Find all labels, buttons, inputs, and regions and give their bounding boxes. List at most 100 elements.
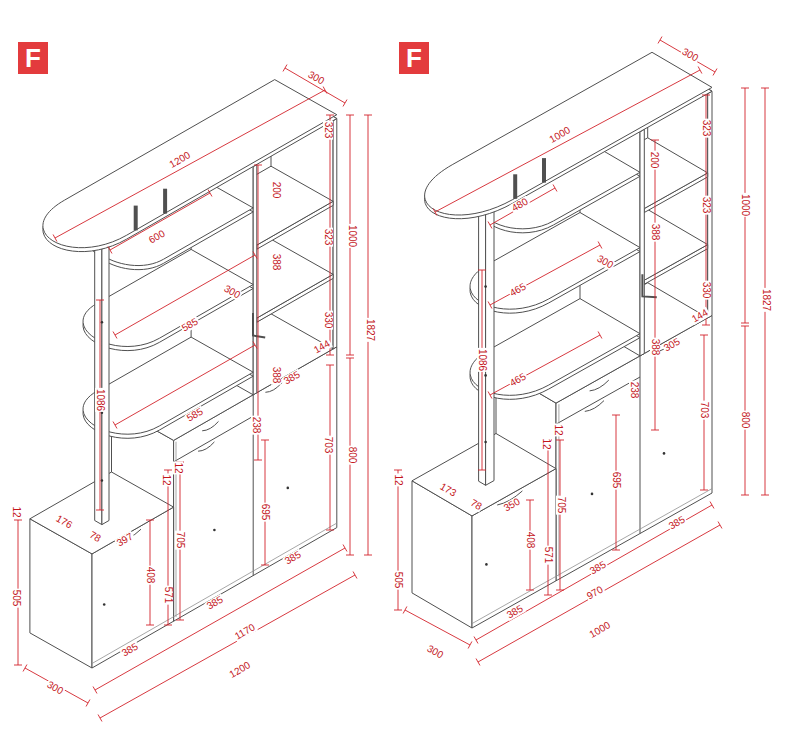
- dimension-label: 695: [611, 471, 621, 490]
- plinth-line: [92, 523, 337, 663]
- dimension-label: 1827: [761, 288, 771, 312]
- dimension-tick: [346, 358, 354, 359]
- dimension-label: 300: [679, 46, 700, 64]
- dimension-tick: [253, 252, 257, 259]
- dimension-label: 323: [701, 119, 711, 138]
- dimension-tick: [544, 595, 552, 596]
- dimension-tick: [346, 115, 354, 116]
- dimension-label: 1000: [740, 193, 750, 217]
- dimension-tick: [176, 620, 184, 621]
- dimension-tick: [364, 555, 372, 556]
- dimension-label: 200: [649, 151, 659, 170]
- screw-dot: [287, 487, 290, 490]
- dimension-label: 300: [424, 643, 445, 661]
- dimension-line: [490, 245, 600, 305]
- dimension-label: 144: [689, 307, 710, 325]
- dimension-line: [660, 40, 715, 72]
- top-board: [425, 52, 712, 215]
- dimension-label: 350: [501, 496, 522, 514]
- dimension-tick: [343, 545, 347, 552]
- dimension-label: 144: [311, 338, 332, 356]
- dimension-label: 703: [699, 401, 709, 420]
- dimension-tick: [93, 687, 97, 694]
- dimension-label: 585: [179, 316, 200, 334]
- dimension-tick: [741, 88, 749, 89]
- round-shelf: [470, 299, 640, 396]
- divider-panel: [253, 164, 257, 394]
- drawer-line: [556, 377, 640, 424]
- dimension-label: 505: [11, 589, 21, 608]
- dimension-tick: [353, 572, 357, 579]
- dimension-tick: [526, 500, 534, 501]
- side-panel: [333, 119, 337, 349]
- post: [102, 226, 109, 525]
- dimension-tick: [113, 422, 117, 429]
- dimension-tick: [394, 610, 402, 611]
- dimension-label: 695: [260, 503, 270, 522]
- dimension-tick: [468, 641, 472, 648]
- dimension-label: 300: [594, 253, 615, 271]
- dimension-label: 12: [541, 437, 551, 450]
- dimension-label: 305: [661, 336, 682, 354]
- dimension-label: 705: [175, 531, 185, 550]
- dimension-line: [405, 610, 470, 645]
- dimension-label: 176: [53, 513, 74, 531]
- dimension-tick: [598, 241, 602, 248]
- dimension-label: 571: [543, 546, 553, 565]
- dimension-label: 12: [161, 473, 171, 486]
- dimension-tick: [164, 470, 172, 471]
- dimension-label: 173: [437, 481, 458, 499]
- dimension-tick: [261, 440, 269, 441]
- dimension-tick: [14, 665, 22, 666]
- dimension-line: [55, 90, 325, 238]
- dimension-label: 1000: [347, 224, 357, 248]
- badge-box: F: [18, 42, 48, 74]
- dimension-tick: [761, 495, 769, 496]
- dimension-line: [548, 440, 549, 595]
- dimension-tick: [146, 520, 154, 521]
- dimension-tick: [556, 590, 564, 591]
- glass-holder: [513, 174, 517, 199]
- glass-holder: [542, 158, 546, 183]
- screw-dot: [484, 285, 487, 288]
- dimension-label: 388: [650, 338, 660, 357]
- screw-dot: [484, 441, 487, 444]
- dimension-label: 200: [271, 181, 281, 200]
- dimension-line: [490, 335, 600, 395]
- dimension-label: 1200: [227, 660, 253, 681]
- dimension-line: [115, 345, 255, 425]
- dimension-tick: [326, 365, 334, 366]
- top-board: [43, 80, 337, 248]
- screw-dot: [663, 452, 666, 455]
- dimension-label: 800: [740, 411, 750, 430]
- screw-dot: [101, 479, 104, 482]
- dimension-label: 800: [347, 446, 357, 465]
- dimension-label: 78: [468, 497, 484, 512]
- dimension-tick: [326, 355, 334, 356]
- dimension-label: 385: [281, 369, 302, 387]
- post: [479, 192, 486, 486]
- dimension-label: 1170: [232, 622, 257, 642]
- dimension-tick: [702, 95, 710, 96]
- door-handle: [585, 401, 604, 412]
- dimension-tick: [96, 510, 104, 511]
- dimension-line: [95, 548, 345, 690]
- dimension-label: 571: [163, 586, 173, 605]
- dimension-label: 385: [119, 641, 140, 659]
- dimension-tick: [254, 460, 262, 461]
- dimension-tick: [700, 335, 708, 336]
- dimension-line: [110, 193, 210, 250]
- dimension-tick: [702, 325, 710, 326]
- dimension-tick: [53, 234, 57, 241]
- dimension-line: [490, 188, 555, 225]
- post: [95, 226, 102, 525]
- dimension-tick: [98, 715, 102, 722]
- dimension-label: 480: [509, 196, 530, 214]
- dimension-tick: [346, 555, 354, 556]
- dimension-tick: [741, 323, 749, 324]
- dimension-tick: [254, 165, 262, 166]
- dimension-tick: [86, 700, 90, 707]
- dimension-tick: [698, 66, 702, 73]
